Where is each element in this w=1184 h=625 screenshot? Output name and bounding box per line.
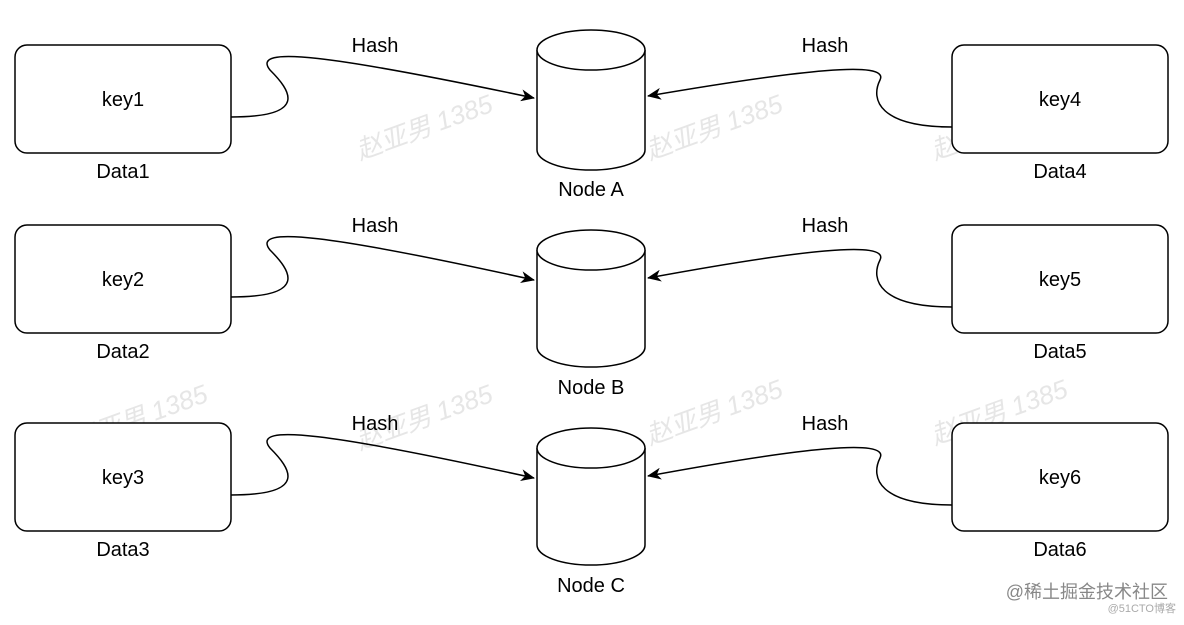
key-box-key5 <box>951 224 1169 334</box>
cylinder-body <box>536 250 646 368</box>
key-box-key2 <box>14 224 232 334</box>
hash-label: Hash <box>352 215 399 237</box>
key-label: key5 <box>1039 269 1081 291</box>
cylinder-top <box>536 427 646 469</box>
database-node-c <box>536 427 646 566</box>
hash-label: Hash <box>352 413 399 435</box>
data-label: Data2 <box>96 341 149 363</box>
blog-watermark: @51CTO博客 <box>1108 601 1176 615</box>
database-node-a <box>536 29 646 171</box>
node-label: Node B <box>558 377 625 399</box>
hash-arrow-left <box>230 235 535 298</box>
data-label: Data4 <box>1033 161 1086 183</box>
hash-label: Hash <box>802 35 849 57</box>
data-label: Data1 <box>96 161 149 183</box>
key-label: key3 <box>102 467 144 489</box>
key-label: key4 <box>1039 89 1081 111</box>
key-box-key3 <box>14 422 232 532</box>
key-label: key6 <box>1039 467 1081 489</box>
cylinder-body <box>536 50 646 171</box>
watermark: 赵亚男 1385 <box>352 88 497 165</box>
key-label: key1 <box>102 89 144 111</box>
cylinder-top <box>536 29 646 71</box>
database-node-b <box>536 229 646 368</box>
row-node-b: key2 Data2 key5 Data5 Node B Hash Hash <box>14 215 1169 399</box>
node-label: Node C <box>557 575 625 597</box>
key-box-key1 <box>14 44 232 154</box>
cylinder-body <box>536 448 646 566</box>
hash-label: Hash <box>352 35 399 57</box>
key-box-key4 <box>951 44 1169 154</box>
hash-arrow-right <box>647 248 953 308</box>
cylinder-top <box>536 229 646 271</box>
community-watermark: @稀土掘金技术社区 <box>1006 582 1168 602</box>
row-node-a: key1 Data1 key4 Data4 Node A Hash Hash <box>14 29 1169 201</box>
row-node-c: key3 Data3 key6 Data6 Node C Hash Hash <box>14 413 1169 597</box>
key-label: key2 <box>102 269 144 291</box>
hash-arrow-left <box>230 55 535 118</box>
hash-arrow-right <box>647 68 953 128</box>
data-label: Data3 <box>96 539 149 561</box>
watermark: 赵亚男 1385 <box>642 373 787 450</box>
hash-arrow-right <box>647 446 953 506</box>
watermark: 赵亚男 1385 <box>642 88 787 165</box>
hash-label: Hash <box>802 215 849 237</box>
data-label: Data6 <box>1033 539 1086 561</box>
key-box-key6 <box>951 422 1169 532</box>
data-label: Data5 <box>1033 341 1086 363</box>
hash-label: Hash <box>802 413 849 435</box>
node-label: Node A <box>558 179 624 201</box>
hash-arrow-left <box>230 433 535 496</box>
